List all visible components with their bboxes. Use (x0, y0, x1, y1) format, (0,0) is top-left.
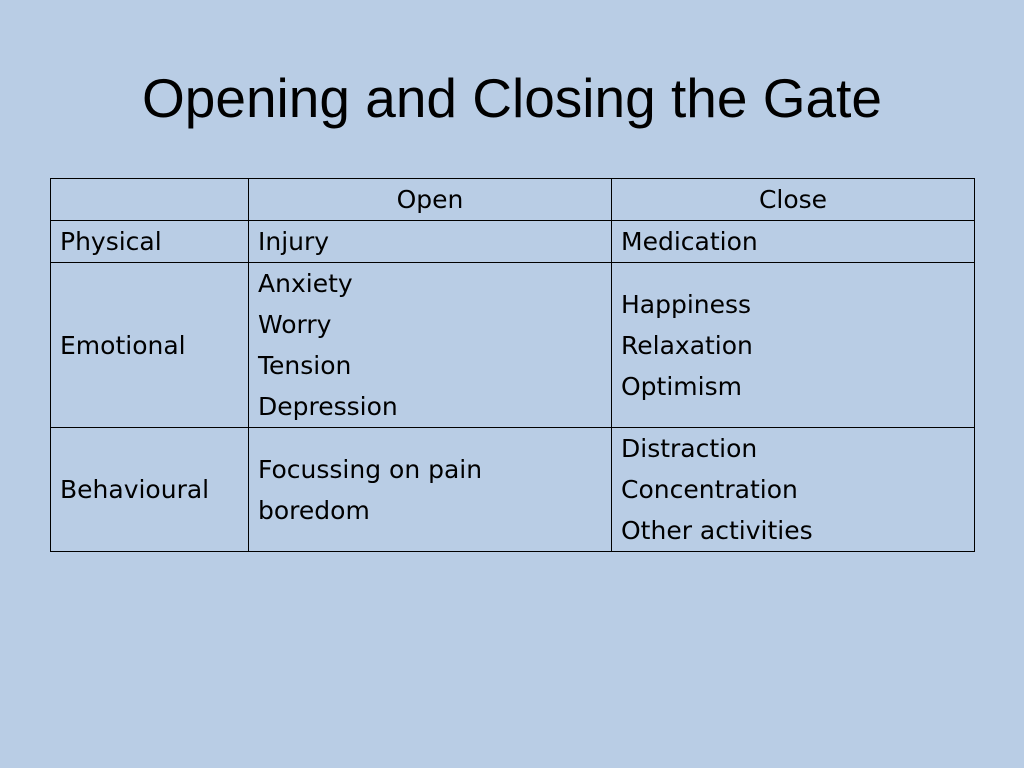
close-item: Distraction (621, 434, 758, 463)
open-cell-behavioural: Focussing on pain boredom (248, 427, 612, 552)
row-label-behavioural: Behavioural (50, 427, 249, 552)
open-item: Depression (258, 392, 398, 421)
row-label-physical: Physical (50, 220, 249, 263)
table-row-physical: Physical Injury Medication (50, 220, 975, 263)
gate-table: Open Close Physical Injury Medication Em… (50, 178, 975, 552)
header-empty-cell (50, 178, 249, 221)
header-close-cell: Close (611, 178, 975, 221)
open-item: Anxiety (258, 269, 353, 298)
open-item: Worry (258, 310, 332, 339)
table-row-emotional: Emotional Anxiety Worry Tension Depressi… (50, 262, 975, 428)
close-item: Optimism (621, 371, 742, 401)
close-cell-behavioural: Distraction Concentration Other activiti… (611, 427, 975, 552)
slide-title: Opening and Closing the Gate (142, 67, 882, 129)
close-item: Other activities (621, 516, 813, 545)
close-item: Relaxation (621, 330, 753, 360)
close-item: Concentration (621, 475, 798, 504)
row-label-emotional: Emotional (50, 262, 249, 428)
close-item: Happiness (621, 289, 752, 319)
open-cell-physical: Injury (248, 220, 612, 263)
close-cell-emotional: Happiness Relaxation Optimism (611, 262, 975, 428)
close-item: Medication (621, 227, 758, 256)
table-header-row: Open Close (50, 178, 975, 221)
open-cell-emotional: Anxiety Worry Tension Depression (248, 262, 612, 428)
open-item: Tension (258, 351, 352, 380)
open-item: Focussing on pain (258, 454, 483, 484)
open-item: boredom (258, 495, 370, 525)
header-open-cell: Open (248, 178, 612, 221)
table-row-behavioural: Behavioural Focussing on pain boredom Di… (50, 427, 975, 552)
open-item: Injury (258, 227, 330, 256)
close-cell-physical: Medication (611, 220, 975, 263)
